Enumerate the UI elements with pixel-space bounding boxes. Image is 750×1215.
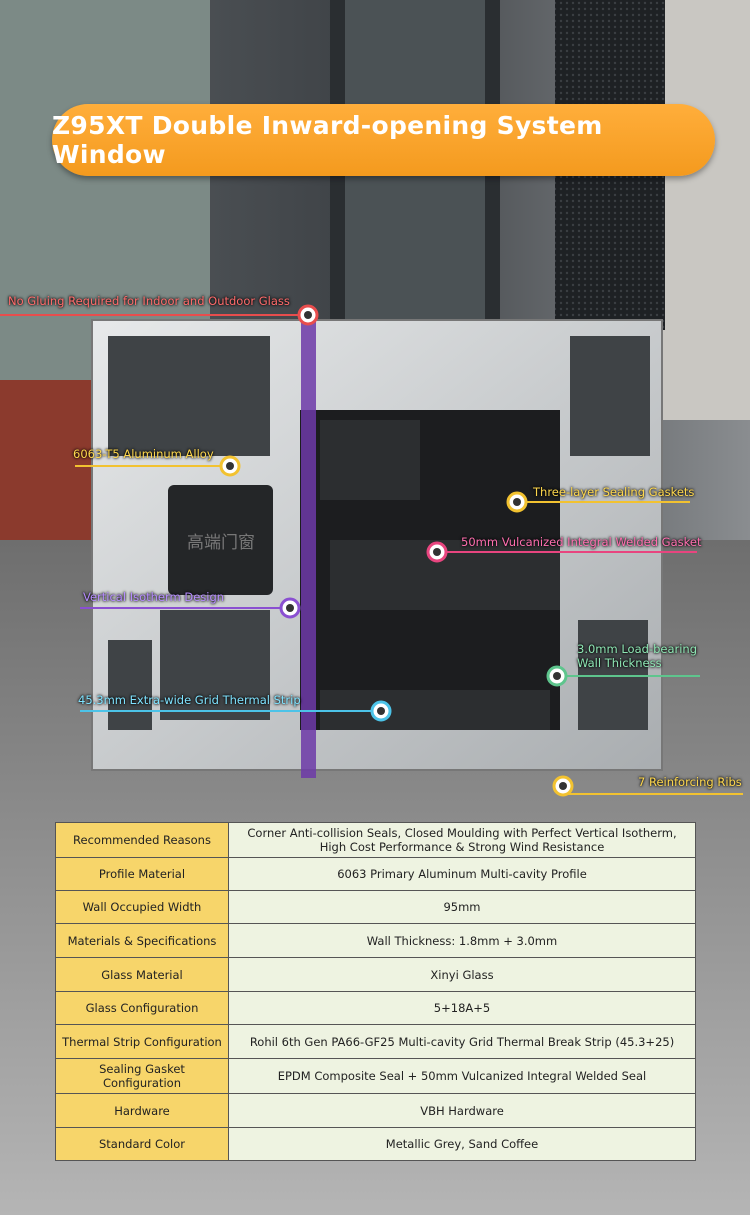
callout-isotherm: Vertical Isotherm Design [83,590,225,604]
callout-wall-line2: Wall Thickness [577,656,662,670]
page-title: Z95XT Double Inward-opening System Windo… [52,111,603,169]
spec-key: Wall Occupied Width [55,890,229,924]
spec-row: Profile Material 6063 Primary Aluminum M… [55,857,696,891]
callout-sealing: Three-layer Sealing Gaskets [533,485,695,499]
spec-value: 5+18A+5 [228,991,696,1025]
callout-vulcanized: 50mm Vulcanized Integral Welded Gasket [461,535,702,549]
callout-alloy: 6063-T5 Aluminum Alloy [73,447,214,461]
spec-row: Wall Occupied Width 95mm [55,890,696,924]
spec-key: Hardware [55,1093,229,1128]
callout-wall-thickness: 3.0mm Load-bearing Wall Thickness [577,642,697,670]
spec-row: Recommended Reasons Corner Anti-collisio… [55,822,696,858]
spec-row: Materials & Specifications Wall Thicknes… [55,923,696,958]
spec-row: Glass Configuration 5+18A+5 [55,991,696,1025]
spec-value: Xinyi Glass [228,957,696,992]
spec-key: Standard Color [55,1127,229,1161]
spec-key: Glass Material [55,957,229,992]
spec-value: 6063 Primary Aluminum Multi-cavity Profi… [228,857,696,891]
spec-row: Thermal Strip Configuration Rohil 6th Ge… [55,1024,696,1059]
spec-row: Glass Material Xinyi Glass [55,957,696,992]
spec-value: Metallic Grey, Sand Coffee [228,1127,696,1161]
callout-ribs: 7 Reinforcing Ribs [638,775,742,789]
profile-stamp: 高端门窗 [187,533,255,553]
spec-value: Rohil 6th Gen PA66-GF25 Multi-cavity Gri… [228,1024,696,1059]
callout-wall-line1: 3.0mm Load-bearing [577,642,698,656]
spec-key: Recommended Reasons [55,822,229,858]
callout-gluing: No Gluing Required for Indoor and Outdoo… [8,294,290,308]
spec-value: Wall Thickness: 1.8mm + 3.0mm [228,923,696,958]
spec-value: EPDM Composite Seal + 50mm Vulcanized In… [228,1058,696,1094]
spec-row: Hardware VBH Hardware [55,1093,696,1128]
spec-value: Corner Anti-collision Seals, Closed Moul… [228,822,696,858]
callout-thermal-strip: 45.3mm Extra-wide Grid Thermal Strip [78,693,301,707]
title-banner: Z95XT Double Inward-opening System Windo… [52,104,715,176]
spec-value: VBH Hardware [228,1093,696,1128]
spec-key: Thermal Strip Configuration [55,1024,229,1059]
spec-key: Materials & Specifications [55,923,229,958]
spec-key: Sealing Gasket Configuration [55,1058,229,1094]
spec-key: Glass Configuration [55,991,229,1025]
spec-row: Sealing Gasket Configuration EPDM Compos… [55,1058,696,1094]
spec-table: Recommended Reasons Corner Anti-collisio… [55,822,696,1161]
spec-key: Profile Material [55,857,229,891]
spec-value: 95mm [228,890,696,924]
spec-row: Standard Color Metallic Grey, Sand Coffe… [55,1127,696,1161]
